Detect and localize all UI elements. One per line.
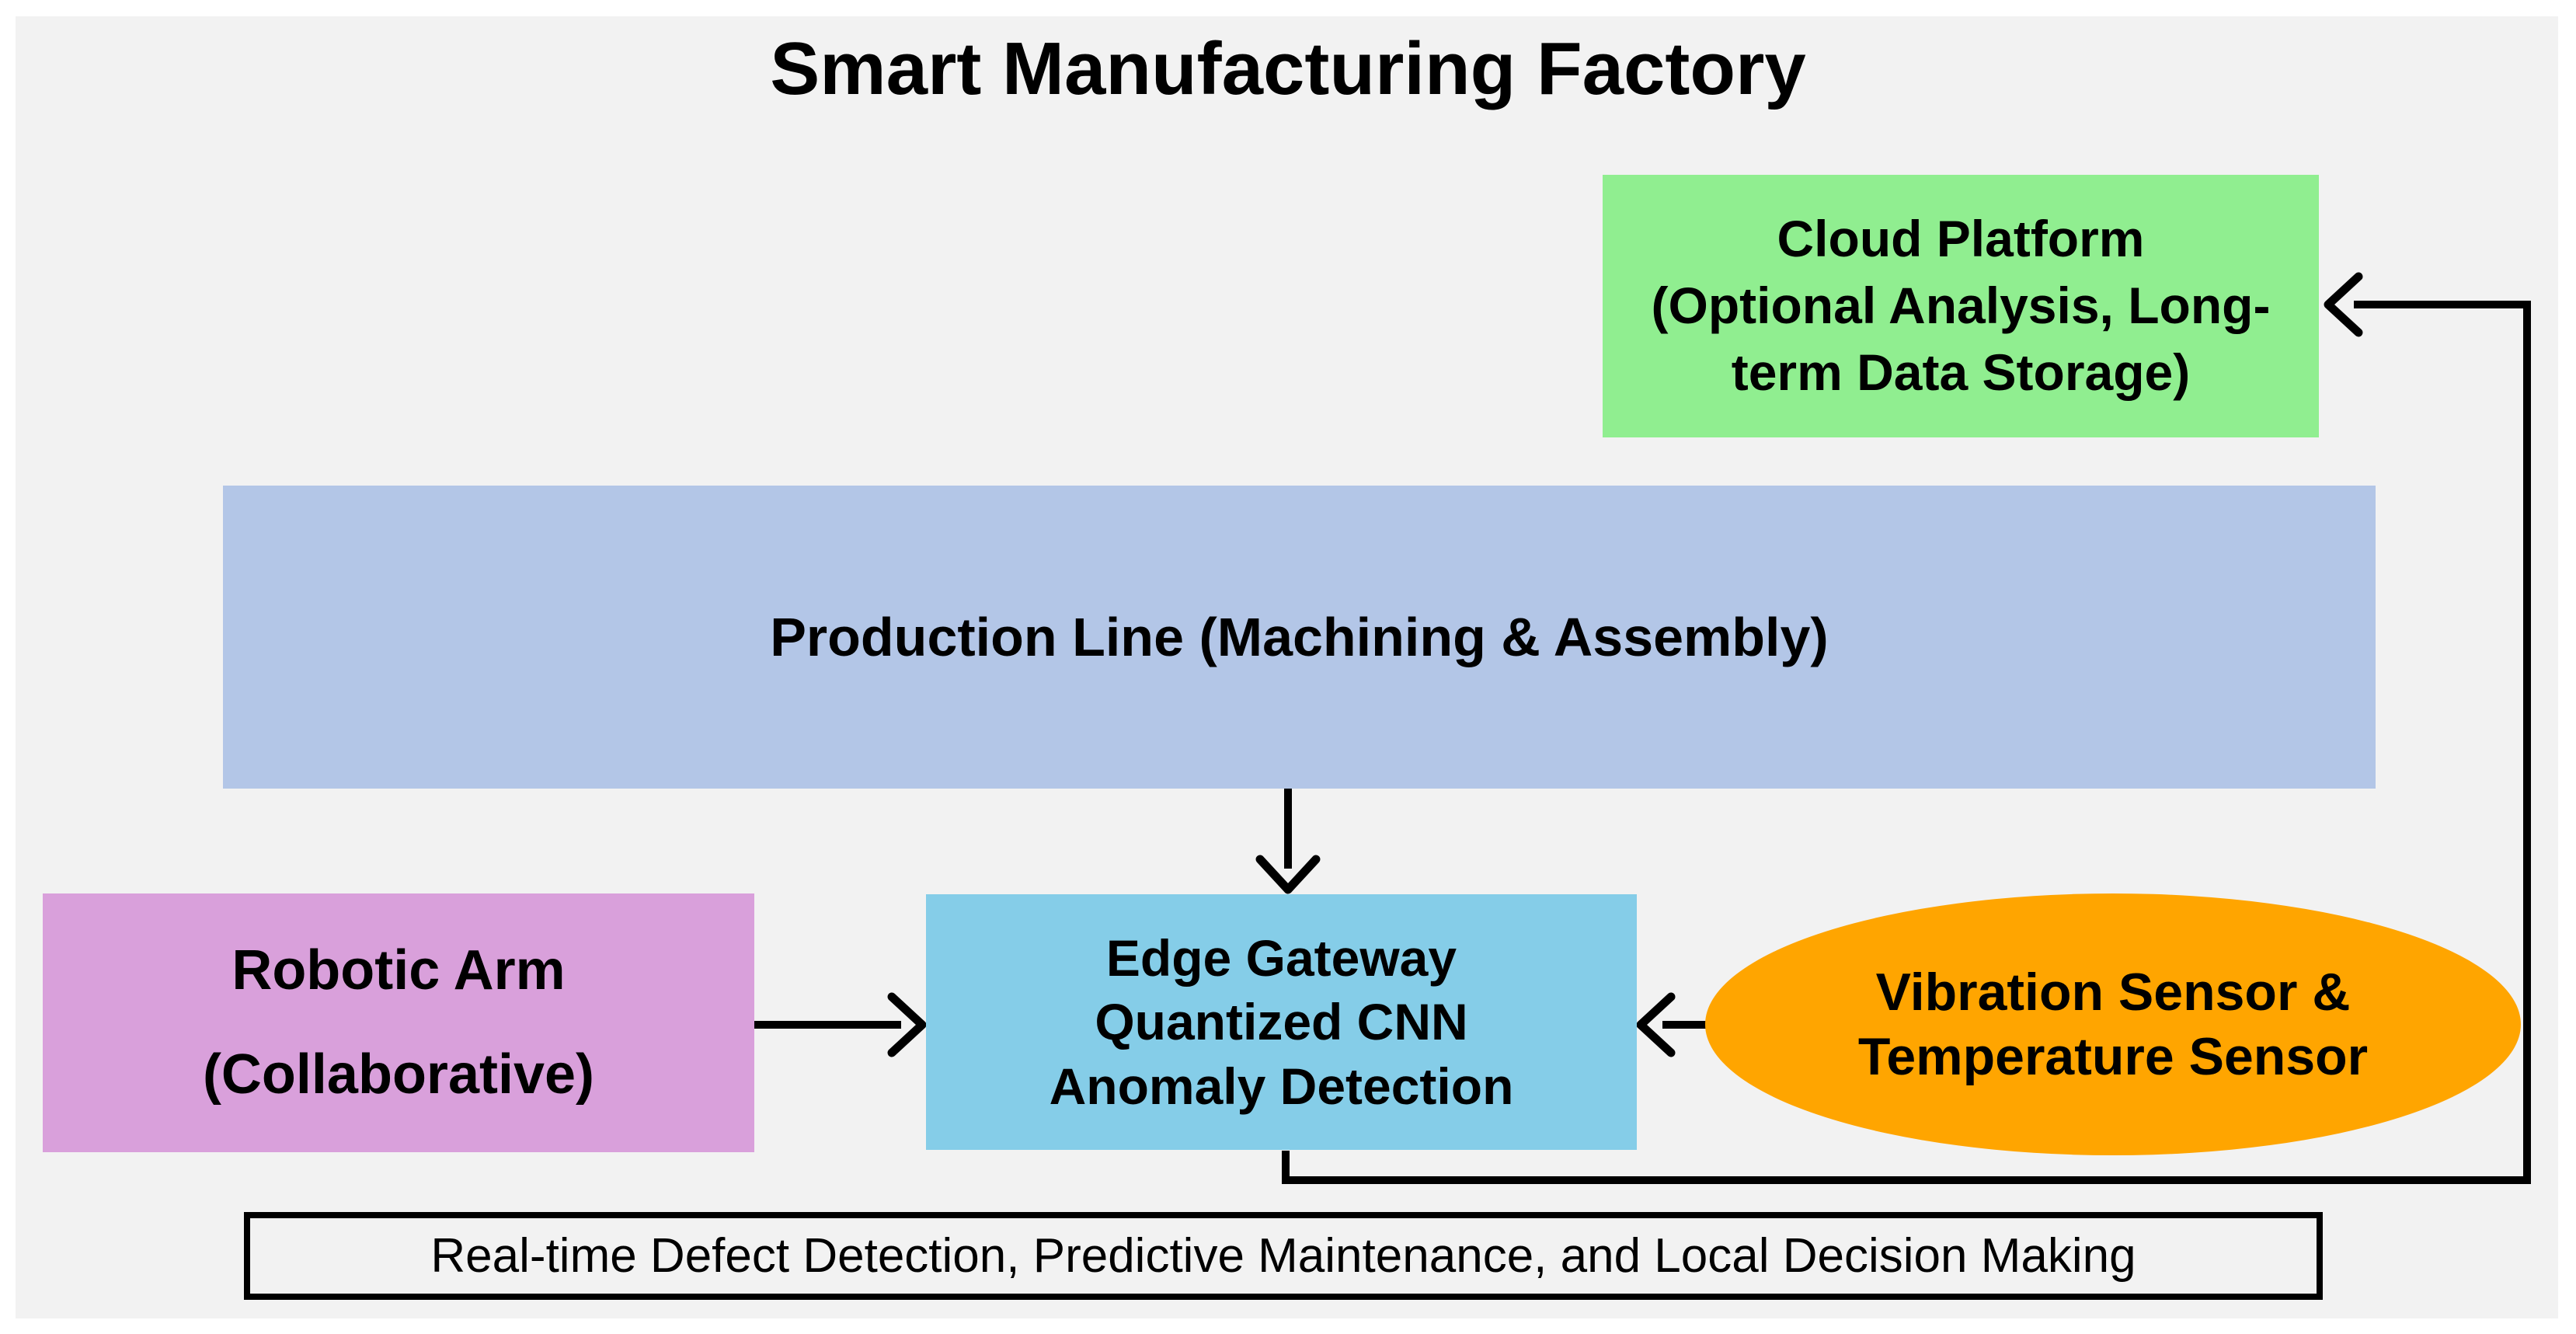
edge-gateway-label-line3: Anomaly Detection [1049,1057,1514,1115]
edge-gateway-label-line1: Edge Gateway [1105,928,1457,987]
cloud-platform-box: Cloud Platform (Optional Analysis, Long-… [1603,175,2319,437]
sensors-label-line2: Temperature Sensor [1857,1026,2369,1086]
sensors-label-line1: Vibration Sensor & [1875,962,2351,1022]
cloud-platform-label-line3: term Data Storage) [1731,343,2191,401]
robotic-arm-box: Robotic Arm (Collaborative) [43,893,754,1152]
robotic-arm-label-line2: (Collaborative) [202,1043,595,1106]
cloud-platform-label-line1: Cloud Platform [1777,210,2145,268]
robotic-arm-label-line1: Robotic Arm [231,939,566,1001]
edge-gateway-label-line2: Quantized CNN [1095,993,1468,1051]
sensors-ellipse: Vibration Sensor & Temperature Sensor [1705,893,2521,1155]
production-line-label: Production Line (Machining & Assembly) [770,607,1829,667]
outcome-caption-label: Real-time Defect Detection, Predictive M… [430,1229,2136,1283]
production-line-box: Production Line (Machining & Assembly) [223,486,2376,789]
edge-gateway-box: Edge Gateway Quantized CNN Anomaly Detec… [926,894,1637,1150]
diagram-title: Smart Manufacturing Factory [770,27,1806,110]
outcome-caption-box: Real-time Defect Detection, Predictive M… [244,1212,2323,1300]
cloud-platform-label-line2: (Optional Analysis, Long- [1651,277,2271,335]
